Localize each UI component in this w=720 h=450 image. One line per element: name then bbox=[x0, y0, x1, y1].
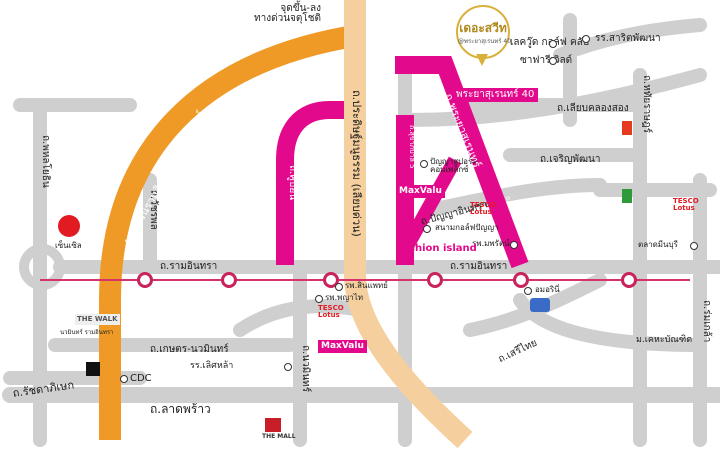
station-6 bbox=[621, 272, 637, 288]
cdc-logo bbox=[86, 362, 100, 376]
label-hosp-phyathai: รพ.พญาไท bbox=[325, 293, 363, 302]
dot-golf bbox=[549, 40, 557, 48]
label-charoen: ถ.เจริญพัฒนา bbox=[540, 154, 601, 165]
label-market: ตลาดมีนบุรี bbox=[638, 240, 678, 249]
label-phraya-40: พระยาสุเรนทร์ 40 bbox=[452, 88, 539, 102]
label-centrel: เซ็นเซิล bbox=[55, 241, 82, 250]
label-safari: ซาฟารีเวิลด์ bbox=[520, 55, 573, 66]
dot-synphaet bbox=[335, 283, 343, 291]
dot-cdc bbox=[120, 375, 128, 383]
dot-sarit bbox=[582, 35, 590, 43]
label-kheha-bind: ม.เคหะบัณฑิต bbox=[636, 335, 693, 345]
roundabout bbox=[19, 244, 65, 290]
pink-link bbox=[398, 156, 462, 254]
expressway-ramindra bbox=[99, 24, 362, 440]
dot-safari bbox=[549, 57, 557, 65]
maxvalu-logo-2: MaxValu bbox=[318, 340, 367, 353]
label-ss-lert: รร.เลิศหล้า bbox=[190, 361, 234, 371]
road-inner bbox=[233, 299, 367, 337]
label-hatairat: ถ.หทัยราษฎร์ bbox=[641, 75, 652, 133]
dot-market bbox=[690, 242, 698, 250]
pink-khubon bbox=[276, 101, 350, 265]
tesco-logo-2: TESCO Lotus bbox=[673, 197, 699, 212]
brand-icon-1 bbox=[622, 121, 632, 135]
label-kaset: ถ.เกษตร-นวมินทร์ bbox=[150, 344, 229, 355]
station-1 bbox=[137, 272, 153, 288]
label-mall: THE MALL bbox=[262, 433, 296, 440]
amorini-logo bbox=[530, 298, 550, 312]
road-upper bbox=[403, 68, 707, 127]
station-2 bbox=[221, 272, 237, 288]
pin-tail bbox=[476, 54, 488, 66]
pink-phrayasuren bbox=[395, 56, 529, 269]
label-expressway-entrance: จุดขึ้น-ลง ทางด่วนจตุโชติ bbox=[254, 3, 322, 24]
label-the-walk-sub: นวมินทร์ รามอินทรา bbox=[60, 329, 114, 336]
brand-icon-2 bbox=[622, 189, 632, 203]
project-name: เดอะสวีท bbox=[459, 21, 507, 35]
label-liap-khlong: ถ.เลียบคลองสอง bbox=[557, 103, 629, 114]
station-5 bbox=[513, 272, 529, 288]
label-ram-road-2: ถ.รามอินทรา bbox=[450, 261, 508, 272]
label-amorini: อมอรินี่ bbox=[535, 285, 560, 294]
label-hosp-phrarom: รพ.มพรัตน์ bbox=[472, 239, 510, 248]
mall-logo bbox=[265, 418, 281, 432]
tesco-logo-1: TESCO Lotus bbox=[470, 201, 496, 216]
label-phahon: ถ.พหลโยธิน bbox=[40, 135, 51, 188]
label-ram-road-1: ถ.รามอินทรา bbox=[160, 261, 218, 272]
label-nawamin: ถ.นวมินทร์ bbox=[300, 345, 311, 393]
label-panya-sport: ปัญญาสปอร์ต คอมเพล็กซ์ bbox=[430, 157, 478, 174]
centrel-logo bbox=[58, 215, 80, 237]
label-golf-panya: สนามกอล์ฟปัญญา bbox=[435, 223, 499, 232]
road-panya bbox=[423, 178, 607, 217]
station-4 bbox=[427, 272, 443, 288]
tesco-logo-3: TESCO Lotus bbox=[318, 304, 344, 319]
label-khubon: ถ.คู้บอน bbox=[287, 165, 298, 201]
dot-phyathai bbox=[315, 295, 323, 303]
dot-golf-panya bbox=[423, 225, 431, 233]
label-pradit: ถ.ประดิษฐ์มนูธรรม (เลียบด่วน) bbox=[350, 90, 363, 237]
road-top-right bbox=[553, 18, 707, 62]
label-latphrao: ถ.ลาดพร้าว bbox=[150, 402, 211, 416]
label-cdc: CDC bbox=[130, 373, 152, 384]
dot-phrarom bbox=[510, 241, 518, 249]
the-walk-logo: THE WALK bbox=[75, 314, 120, 325]
dot-lert bbox=[284, 363, 292, 371]
dot-panya-sport bbox=[420, 160, 428, 168]
label-rom-klao: ถ.ร่มเกล้า bbox=[701, 300, 712, 343]
label-hosp-synphaet: รพ.สินแพทย์ bbox=[345, 281, 388, 290]
expressway-pradit bbox=[344, 0, 473, 449]
project-pin[interactable]: เดอะสวีท @พระยาสุเรนทร์ 40 bbox=[456, 5, 512, 59]
label-ss-sarit: รร.สาริตพัฒนา bbox=[595, 33, 661, 44]
label-sukha5: ถ.สุขาภิบาล 5 bbox=[408, 125, 416, 169]
fashion-island-logo: Fashion island bbox=[396, 243, 477, 254]
maxvalu-logo-1: MaxValu bbox=[396, 185, 445, 198]
dot-amorini bbox=[524, 287, 532, 295]
project-sub: @พระยาสุเรนทร์ 40 bbox=[458, 38, 512, 45]
